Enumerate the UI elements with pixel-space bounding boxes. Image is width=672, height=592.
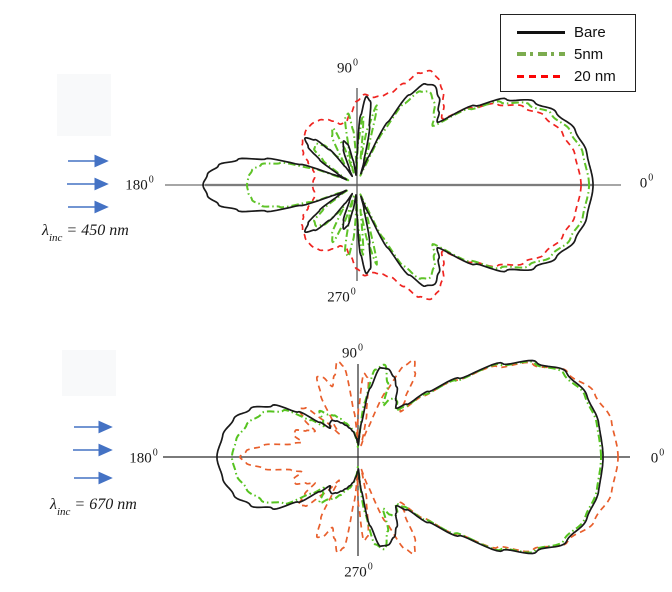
bottom-angle-label-270: 2700 xyxy=(344,561,373,581)
legend-label: 5nm xyxy=(574,45,604,63)
legend-item-bare: Bare xyxy=(501,21,635,43)
top-angle-label-270: 2700 xyxy=(327,286,356,306)
top-20nm-curve xyxy=(300,69,582,301)
legend: Bare 5nm 20 nm xyxy=(500,14,636,92)
top-angle-label-180: 1800 xyxy=(125,174,154,194)
top-bare-curve xyxy=(202,82,594,288)
incident-arrows-top xyxy=(67,154,109,214)
top-angle-label-90: 900 xyxy=(337,57,358,77)
legend-label: 20 nm xyxy=(574,67,616,85)
legend-label: Bare xyxy=(574,23,606,41)
legend-item-20nm: 20 nm xyxy=(501,65,635,87)
faint-box-bottom xyxy=(62,350,116,396)
incident-wavelength-label-bottom: λinc = 670 nm xyxy=(50,496,137,519)
bottom-angle-label-0: 00 xyxy=(650,447,665,467)
bottom-angle-label-90: 900 xyxy=(342,342,363,362)
top-5nm-curve xyxy=(246,90,590,280)
faint-box-top xyxy=(57,74,111,136)
bottom-5nm-curve xyxy=(231,360,602,554)
incident-arrows-bottom xyxy=(73,420,113,485)
legend-item-5nm: 5nm xyxy=(501,43,635,65)
bare-line-swatch-icon xyxy=(517,30,565,34)
bottom-angle-label-180: 1800 xyxy=(129,447,158,467)
20nm-line-swatch-icon xyxy=(517,74,565,78)
5nm-line-swatch-icon xyxy=(517,52,565,56)
bottom-bare-curve xyxy=(216,359,604,555)
top-angle-label-0: 00 xyxy=(639,172,654,192)
bottom-20nm-curve xyxy=(239,359,619,555)
incident-wavelength-label-top: λinc = 450 nm xyxy=(42,222,129,245)
